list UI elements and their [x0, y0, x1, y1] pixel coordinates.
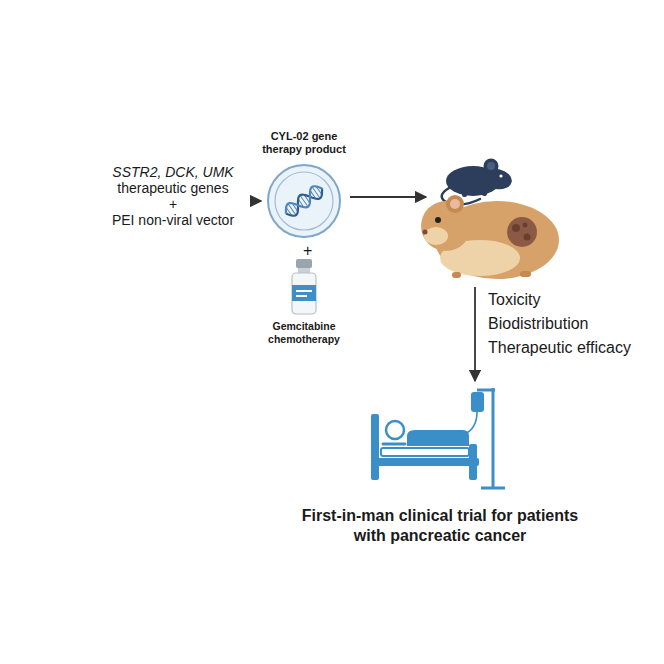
figure-node: Gemcitabine chemotherapy [254, 258, 354, 345]
node-icon [365, 384, 515, 492]
figure-node: First-in-man clinical trial for patients… [300, 384, 580, 546]
node-text: SSTR2, DCK, UMK [98, 164, 248, 180]
node-text: + [98, 196, 248, 212]
node-text: First-in-man clinical trial for patients… [300, 506, 580, 546]
annotation-label: Therapeutic efficacy [488, 339, 631, 357]
flow-arrow [254, 200, 261, 202]
flow-arrow [474, 287, 476, 381]
hamster-figure [421, 195, 559, 279]
figure-node: CYL-02 gene therapy product [252, 130, 356, 240]
flow-arrow [350, 196, 426, 198]
node-text: PEI non-viral vector [98, 212, 248, 228]
node-text: Gemcitabine chemotherapy [254, 320, 354, 345]
annotation-label: Biodistribution [488, 315, 589, 333]
annotation-label: + [303, 242, 312, 260]
node-icon [288, 258, 320, 316]
figure-node: SSTR2, DCK, UMKtherapeutic genes+PEI non… [98, 164, 248, 228]
node-icon [265, 162, 343, 240]
node-text: therapeutic genes [98, 180, 248, 196]
node-text: CYL-02 gene therapy product [252, 130, 356, 156]
annotation-label: Toxicity [488, 291, 540, 309]
